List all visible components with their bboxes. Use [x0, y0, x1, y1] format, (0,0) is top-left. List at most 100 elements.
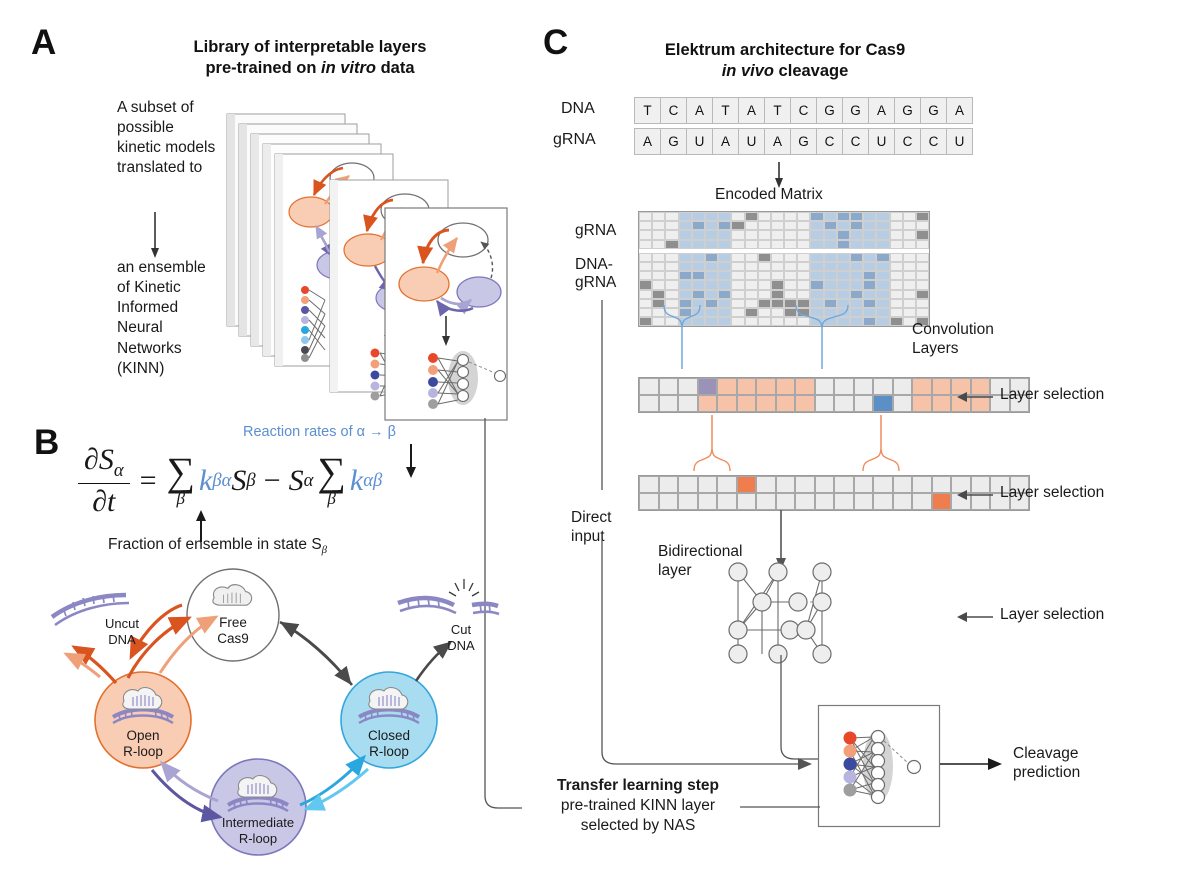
- layer-selection-cell[interactable]: [1009, 378, 1029, 395]
- matrix-cell: [718, 317, 732, 327]
- layer-selection-cell[interactable]: [1009, 395, 1029, 412]
- layer-selection-cell[interactable]: [697, 476, 717, 493]
- layer-selection-cell[interactable]: [678, 378, 698, 395]
- layer-selection-cell[interactable]: [795, 378, 815, 395]
- layer-selection-cell[interactable]: [775, 395, 795, 412]
- layer-selection-cell[interactable]: [795, 395, 815, 412]
- layer-selection-cell[interactable]: [853, 395, 873, 412]
- layer-selection-strip-2[interactable]: [638, 475, 1030, 511]
- layer-selection-cell[interactable]: [658, 493, 678, 510]
- direct-input-line: [601, 300, 603, 490]
- layer-selection-cell[interactable]: [892, 476, 912, 493]
- layer-selection-cell[interactable]: [639, 395, 659, 412]
- layer-selection-cell[interactable]: [990, 395, 1010, 412]
- matrix-cell: [652, 271, 666, 281]
- matrix-cell: [902, 212, 916, 222]
- layer-selection-cell[interactable]: [990, 378, 1010, 395]
- layer-selection-cell[interactable]: [697, 395, 717, 412]
- matrix-cell: [863, 221, 877, 231]
- layer-selection-cell[interactable]: [834, 378, 854, 395]
- layer-selection-cell[interactable]: [795, 493, 815, 510]
- layer-selection-cell[interactable]: [912, 395, 932, 412]
- layer-selection-cell[interactable]: [736, 378, 756, 395]
- layer-selection-cell[interactable]: [697, 493, 717, 510]
- layer-selection-cell[interactable]: [756, 476, 776, 493]
- layer-selection-cell[interactable]: [970, 493, 990, 510]
- layer-selection-cell[interactable]: [814, 395, 834, 412]
- layer-selection-cell[interactable]: [1009, 476, 1029, 493]
- matrix-cell: [797, 252, 811, 262]
- layer-selection-cell[interactable]: [795, 476, 815, 493]
- layer-selection-cell[interactable]: [912, 378, 932, 395]
- layer-selection-cell[interactable]: [931, 493, 951, 510]
- layer-selection-cell[interactable]: [658, 395, 678, 412]
- layer-selection-cell[interactable]: [717, 378, 737, 395]
- matrix-cell: [823, 280, 837, 290]
- matrix-cell: [665, 221, 679, 231]
- layer-selection-cell[interactable]: [970, 476, 990, 493]
- matrix-cell: [889, 307, 903, 318]
- matrix-cell: [665, 317, 679, 327]
- layer-selection-cell[interactable]: [834, 476, 854, 493]
- layer-selection-cell[interactable]: [814, 378, 834, 395]
- layer-selection-cell[interactable]: [990, 476, 1010, 493]
- layer-selection-cell[interactable]: [873, 476, 893, 493]
- layer-selection-cell[interactable]: [736, 395, 756, 412]
- layer-selection-cell[interactable]: [658, 378, 678, 395]
- matrix-cell: [876, 317, 890, 327]
- encoded-matrix-arrow: [775, 162, 783, 188]
- layer-selection-cell[interactable]: [892, 395, 912, 412]
- layer-selection-cell[interactable]: [853, 476, 873, 493]
- matrix-cell: [810, 212, 824, 222]
- layer-selection-cell[interactable]: [873, 395, 893, 412]
- layer-selection-cell[interactable]: [970, 378, 990, 395]
- layer-selection-cell[interactable]: [873, 378, 893, 395]
- layer-selection-cell[interactable]: [814, 476, 834, 493]
- layer-selection-cell[interactable]: [717, 493, 737, 510]
- layer-selection-cell[interactable]: [1009, 493, 1029, 510]
- matrix-cell: [863, 289, 877, 299]
- layer-selection-cell[interactable]: [892, 378, 912, 395]
- layer-selection-cell[interactable]: [639, 476, 659, 493]
- layer-selection-cell[interactable]: [951, 476, 971, 493]
- layer-selection-cell[interactable]: [990, 493, 1010, 510]
- layer-selection-cell[interactable]: [931, 378, 951, 395]
- layer-selection-cell[interactable]: [970, 395, 990, 412]
- panel-c-title: Elektrum architecture for Cas9 in vivo c…: [620, 40, 950, 81]
- layer-selection-cell[interactable]: [931, 476, 951, 493]
- layer-selection-cell[interactable]: [658, 476, 678, 493]
- layer-selection-cell[interactable]: [639, 493, 659, 510]
- layer-selection-cell[interactable]: [951, 378, 971, 395]
- layer-selection-cell[interactable]: [756, 378, 776, 395]
- layer-selection-cell[interactable]: [775, 493, 795, 510]
- layer-selection-cell[interactable]: [912, 476, 932, 493]
- fraction-annotation-arrow: [196, 510, 206, 542]
- layer-selection-cell[interactable]: [775, 378, 795, 395]
- layer-selection-cell[interactable]: [697, 378, 717, 395]
- layer-selection-cell[interactable]: [717, 395, 737, 412]
- layer-selection-cell[interactable]: [756, 493, 776, 510]
- layer-selection-cell[interactable]: [892, 493, 912, 510]
- layer-selection-cell[interactable]: [912, 493, 932, 510]
- layer-selection-cell[interactable]: [873, 493, 893, 510]
- layer-selection-cell[interactable]: [717, 476, 737, 493]
- layer-selection-cell[interactable]: [931, 395, 951, 412]
- layer-selection-cell[interactable]: [678, 395, 698, 412]
- matrix-cell: [823, 307, 837, 318]
- layer-selection-cell[interactable]: [814, 493, 834, 510]
- layer-selection-cell[interactable]: [853, 493, 873, 510]
- kinn-layer-box[interactable]: [817, 704, 941, 828]
- layer-selection-strip-1[interactable]: [638, 377, 1030, 413]
- matrix-cell: [718, 280, 732, 290]
- layer-selection-cell[interactable]: [775, 476, 795, 493]
- layer-selection-cell[interactable]: [834, 395, 854, 412]
- layer-selection-cell[interactable]: [678, 493, 698, 510]
- layer-selection-cell[interactable]: [834, 493, 854, 510]
- layer-selection-cell[interactable]: [678, 476, 698, 493]
- layer-selection-cell[interactable]: [853, 378, 873, 395]
- layer-selection-cell[interactable]: [639, 378, 659, 395]
- layer-selection-cell[interactable]: [756, 395, 776, 412]
- layer-selection-cell[interactable]: [736, 476, 756, 493]
- layer-selection-cell[interactable]: [736, 493, 756, 510]
